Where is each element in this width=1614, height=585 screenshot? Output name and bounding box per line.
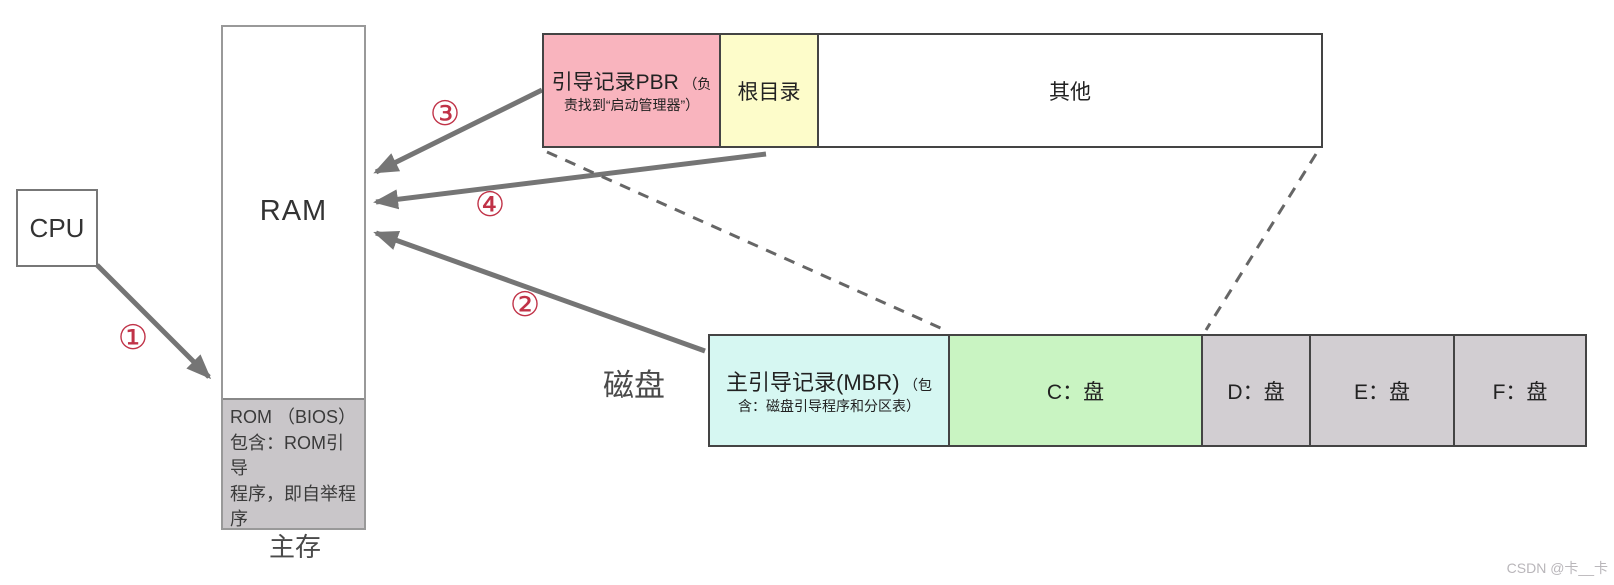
disk-bar: 主引导记录(MBR) （包含：磁盘引导程序和分区表） C：盘 D：盘 E：盘 F… [708, 334, 1587, 447]
segment-e-drive: E：盘 [1311, 336, 1455, 445]
disk-caption: 磁盘 [603, 368, 665, 403]
dashed-link-cdrive-left [546, 150, 946, 332]
e-drive-label: E：盘 [1353, 380, 1410, 404]
mbr-note: （包含：磁盘引导程序和分区表） [738, 377, 932, 414]
segment-d-drive: D：盘 [1203, 336, 1311, 445]
dashed-link-cdrive-right [1204, 153, 1318, 331]
step-4-badge: ④ [474, 185, 506, 225]
segment-f-drive: F：盘 [1455, 336, 1585, 445]
pbr-title: 引导记录PBR [551, 71, 679, 94]
segment-mbr: 主引导记录(MBR) （包含：磁盘引导程序和分区表） [710, 336, 950, 445]
step-1-badge: ① [117, 318, 149, 358]
watermark: CSDN @卡__卡 [1506, 560, 1608, 576]
mbr-title: 主引导记录(MBR) [726, 370, 900, 395]
c-drive-label: C：盘 [1046, 380, 1105, 404]
pbr-note: （负责找到“启动管理器”） [563, 76, 712, 113]
rom-bios-section: ROM （BIOS） 包含：ROM引导 程序，即自举程 序 [223, 398, 364, 529]
root-directory-title: 根目录 [737, 80, 801, 104]
segment-root-directory: 根目录 [721, 35, 819, 146]
c-drive-contents-bar: 引导记录PBR （负责找到“启动管理器”） 根目录 其他 [542, 33, 1323, 148]
ram-label: RAM [259, 195, 328, 227]
arrow-step4-rootdir-to-ram [373, 151, 767, 210]
step-2-badge: ② [509, 285, 541, 325]
d-drive-label: D：盘 [1227, 380, 1285, 404]
f-drive-label: F：盘 [1492, 380, 1548, 404]
step-3-badge: ③ [429, 94, 461, 134]
segment-pbr: 引导记录PBR （负责找到“启动管理器”） [544, 35, 721, 146]
cpu-box: CPU [16, 189, 98, 267]
cpu-label: CPU [29, 212, 85, 243]
segment-other: 其他 [819, 35, 1321, 146]
ram-box: RAM ROM （BIOS） 包含：ROM引导 程序，即自举程 序 [221, 25, 366, 530]
other-title: 其他 [1049, 80, 1091, 104]
main-memory-caption: 主存 [268, 532, 321, 562]
segment-c-drive: C：盘 [950, 336, 1203, 445]
